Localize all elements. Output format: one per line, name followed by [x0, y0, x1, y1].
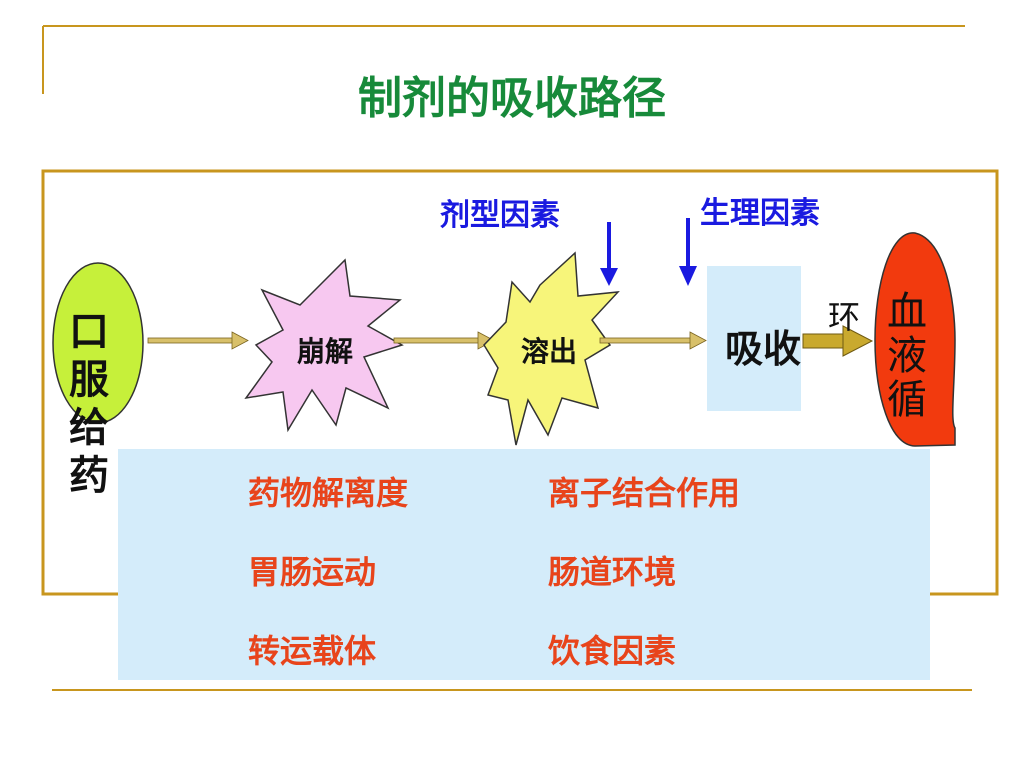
- dissolution-label: 溶出: [520, 335, 577, 368]
- dissolution-star: [483, 251, 620, 446]
- absorption-box: [707, 266, 801, 411]
- blood-oval: [874, 232, 956, 447]
- circulation-prefix-label: 环: [828, 298, 861, 336]
- disintegration-label: 崩解: [296, 335, 353, 368]
- physiological-factor-label: 生理因素: [700, 196, 820, 231]
- arrow-disintegration-to-dissolution: [393, 331, 495, 350]
- arrow-oral-to-disintegration: [147, 331, 249, 350]
- factor-item-left-2: 胃肠运动: [248, 553, 377, 591]
- factor-item-right-3: 饮食因素: [548, 632, 677, 670]
- dosage-factor-arrow: [600, 222, 618, 286]
- disintegration-star: [244, 258, 404, 433]
- absorption-label: 吸收: [724, 327, 801, 371]
- arrow-dissolution-to-absorption: [599, 331, 707, 350]
- factor-item-right-2: 肠道环境: [548, 553, 677, 591]
- page-title: 制剂的吸收路径: [358, 73, 666, 124]
- blood-circulation-label: 血液循: [887, 289, 927, 423]
- oral-oval: [52, 262, 144, 424]
- factor-details-box: [118, 449, 930, 680]
- oral-administration-label: 口服给药: [69, 309, 109, 499]
- factor-item-left-1: 药物解离度: [248, 474, 409, 512]
- arrow-absorption-to-blood: [802, 325, 874, 357]
- dosage-form-factor-label: 剂型因素: [440, 198, 560, 233]
- physiological-factor-arrow: [679, 218, 697, 286]
- factor-item-left-3: 转运载体: [248, 632, 377, 670]
- factor-item-right-1: 离子结合作用: [548, 474, 741, 512]
